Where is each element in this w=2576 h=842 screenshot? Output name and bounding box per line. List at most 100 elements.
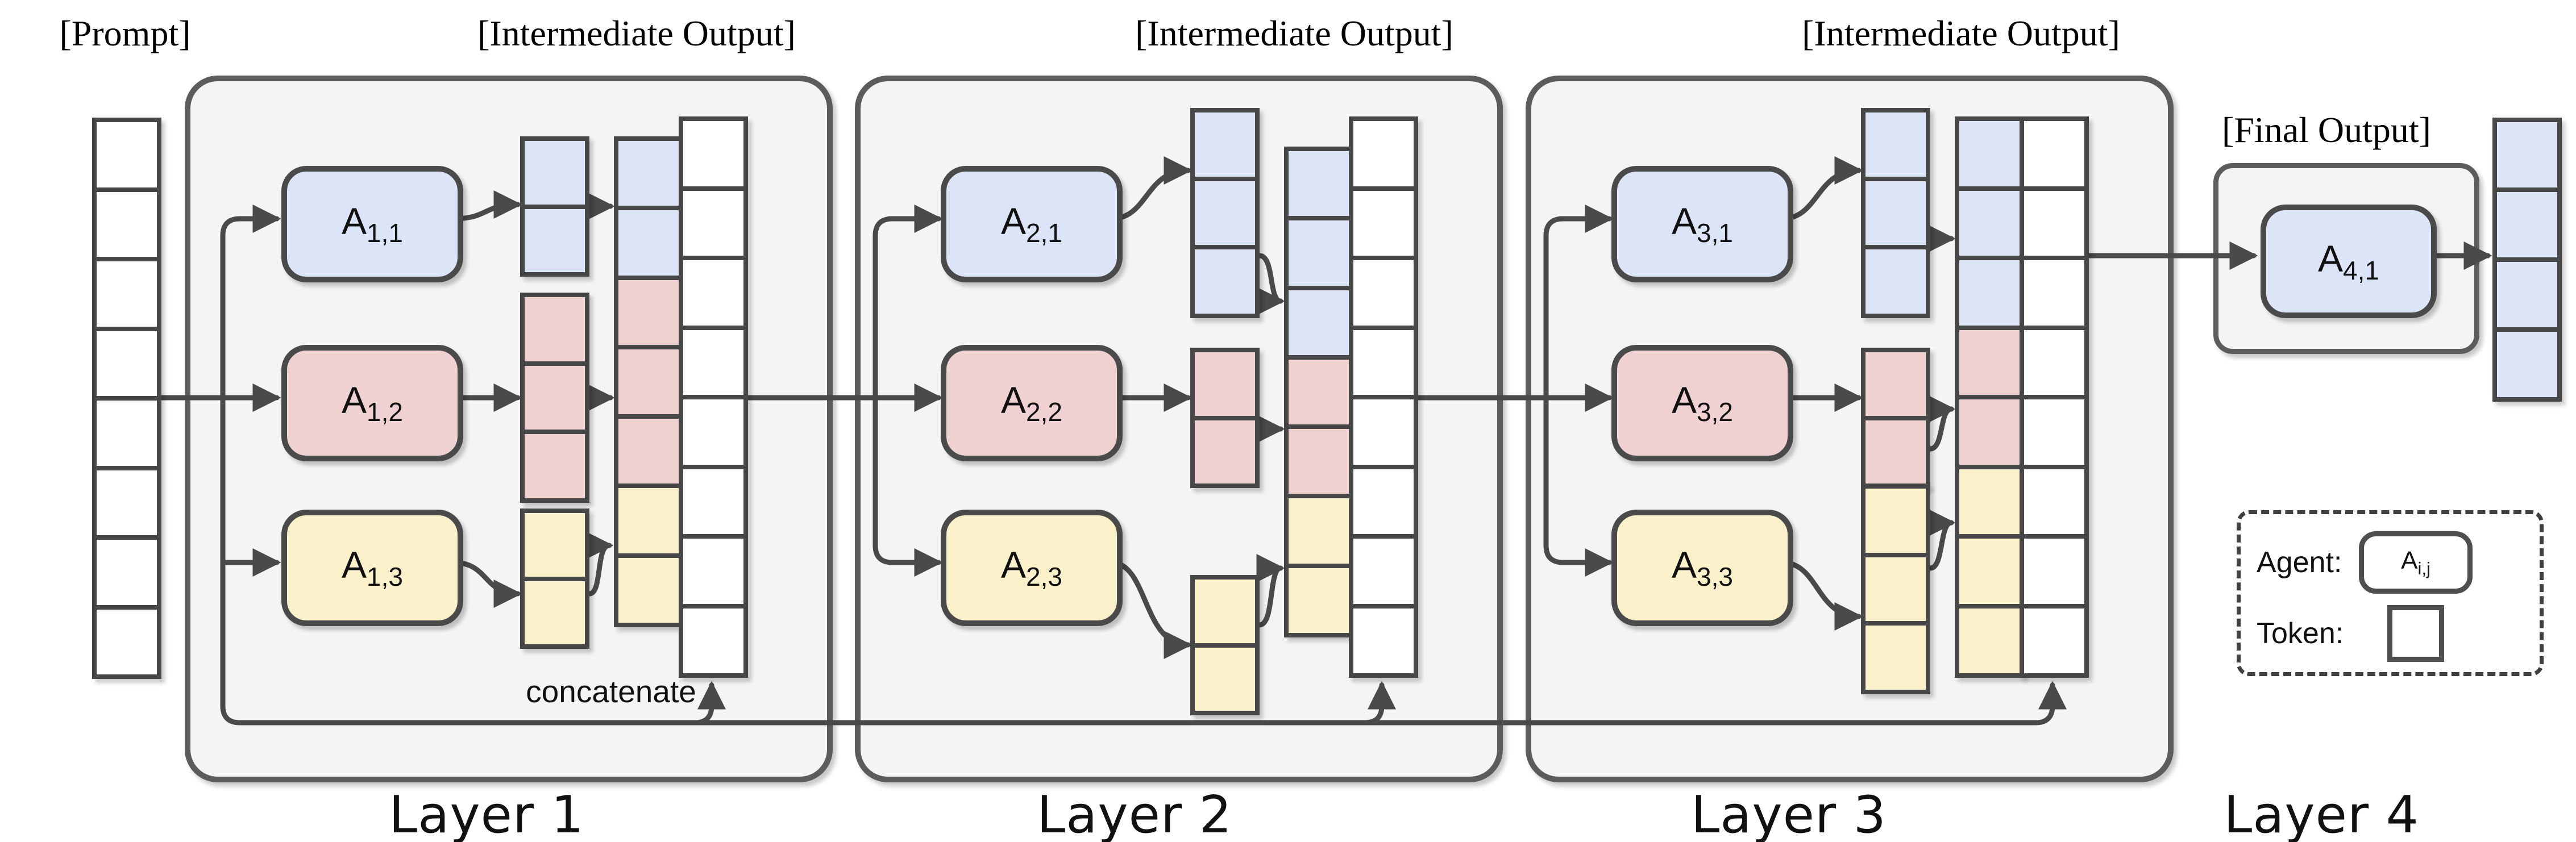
token-cell-blue (2497, 187, 2557, 257)
token-cell-white (1353, 186, 1414, 256)
token-cell-blue (1289, 285, 1349, 355)
token-cell-pink (525, 297, 585, 361)
agent-box-1-2: A1,2 (281, 345, 463, 461)
agent-output-stack-2-2 (1190, 348, 1260, 488)
agent-box-2-3: A2,3 (941, 510, 1123, 626)
layer-2-name: Layer 2 (1037, 785, 1232, 842)
token-cell-white (1353, 603, 1414, 673)
token-cell-white (97, 396, 157, 466)
token-cell-blue (2497, 327, 2557, 397)
agent-label-1-3: A1,3 (342, 544, 403, 592)
token-cell-pink (1289, 355, 1349, 425)
token-cell-white (683, 325, 743, 395)
prompt-label: [Prompt] (59, 13, 191, 53)
agent-label-3-2: A3,2 (1672, 379, 1733, 427)
token-cell-blue (1195, 112, 1255, 177)
token-cell-white (683, 534, 743, 604)
token-cell-white (1353, 256, 1414, 326)
legend-box: Agent: Ai,j Token: (2237, 510, 2544, 676)
agent-box-3-1: A3,1 (1611, 166, 1793, 282)
agent-output-stack-2-3 (1190, 575, 1260, 715)
agent-output-stack-1-2 (520, 293, 589, 503)
agent-label-1-2: A1,2 (342, 379, 403, 427)
token-cell-white (97, 257, 157, 327)
token-cell-yellow (1195, 643, 1255, 711)
intermediate-output-label-3: [Intermediate Output] (1802, 13, 2120, 53)
agent-box-4-1: A4,1 (2261, 205, 2437, 318)
token-cell-pink (618, 275, 679, 345)
token-cell-white (683, 603, 743, 673)
token-cell-blue (618, 141, 679, 206)
token-cell-yellow (1959, 603, 2020, 673)
token-cell-blue (2497, 257, 2557, 327)
token-cell-white (1353, 395, 1414, 465)
agent-label-2-1: A2,1 (1001, 200, 1062, 248)
concatenate-label: concatenate (526, 674, 696, 709)
token-cell-yellow (525, 576, 585, 644)
token-cell-white (2024, 121, 2084, 186)
token-cell-white (2024, 464, 2084, 534)
agent-label-4-1: A4,1 (2318, 237, 2379, 286)
agent-label-2-2: A2,2 (1001, 379, 1062, 427)
token-cell-blue (525, 204, 585, 272)
token-cell-white (1353, 325, 1414, 395)
context-stack-3 (2020, 116, 2089, 678)
token-cell-yellow (618, 483, 679, 553)
token-cell-yellow (1289, 494, 1349, 564)
agent-box-1-3: A1,3 (281, 510, 463, 626)
token-cell-white (683, 464, 743, 534)
legend-agent-label: Agent: (2257, 546, 2342, 579)
legend-token-row: Token: (2257, 605, 2444, 662)
token-cell-yellow (1865, 552, 1926, 622)
token-cell-blue (1959, 121, 2020, 186)
concat-stack-1 (614, 136, 683, 627)
token-cell-pink (1959, 395, 2020, 465)
token-cell-white (97, 535, 157, 605)
token-cell-white (1353, 121, 1414, 186)
token-cell-yellow (1289, 563, 1349, 633)
token-cell-blue (1289, 151, 1349, 216)
token-cell-yellow (618, 553, 679, 623)
token-cell-pink (525, 361, 585, 430)
token-cell-blue (1195, 245, 1255, 314)
agent-label-3-3: A3,3 (1672, 544, 1733, 592)
token-cell-pink (1865, 352, 1926, 416)
token-cell-yellow (525, 513, 585, 577)
token-cell-white (2024, 325, 2084, 395)
token-cell-pink (1865, 415, 1926, 483)
layer-1-name: Layer 1 (389, 785, 584, 842)
agent-box-3-2: A3,2 (1611, 345, 1793, 461)
token-cell-pink (1195, 415, 1255, 483)
agent-label-1-1: A1,1 (342, 200, 403, 248)
agent-output-stack-1-3 (520, 508, 589, 649)
legend-token-symbol (2387, 605, 2444, 662)
agent-output-stack-3-1 (1861, 108, 1930, 318)
token-cell-white (2024, 534, 2084, 604)
layer-4-name: Layer 4 (2224, 785, 2419, 842)
token-cell-white (2024, 603, 2084, 673)
agent-label-3-1: A3,1 (1672, 200, 1733, 248)
agent-output-stack-3-2 (1861, 348, 1930, 488)
token-cell-white (97, 187, 157, 257)
final-output-stack (2492, 118, 2562, 402)
token-cell-pink (618, 344, 679, 415)
token-cell-pink (1289, 424, 1349, 494)
layer-3-name: Layer 3 (1691, 785, 1887, 842)
legend-agent-symbol: Ai,j (2359, 531, 2473, 594)
token-cell-white (97, 465, 157, 535)
agent-label-2-3: A2,3 (1001, 544, 1062, 592)
agent-box-2-2: A2,2 (941, 345, 1123, 461)
token-cell-white (2024, 395, 2084, 465)
token-cell-yellow (1195, 580, 1255, 643)
token-cell-white (683, 256, 743, 326)
token-cell-blue (1959, 256, 2020, 326)
agent-box-3-3: A3,3 (1611, 510, 1793, 626)
agent-output-stack-2-1 (1190, 108, 1260, 318)
token-cell-white (683, 186, 743, 256)
legend-token-label: Token: (2257, 617, 2344, 650)
token-cell-white (2024, 256, 2084, 326)
token-cell-blue (618, 206, 679, 276)
token-cell-pink (525, 430, 585, 499)
prompt-stack (92, 118, 161, 679)
token-cell-blue (1865, 176, 1926, 245)
